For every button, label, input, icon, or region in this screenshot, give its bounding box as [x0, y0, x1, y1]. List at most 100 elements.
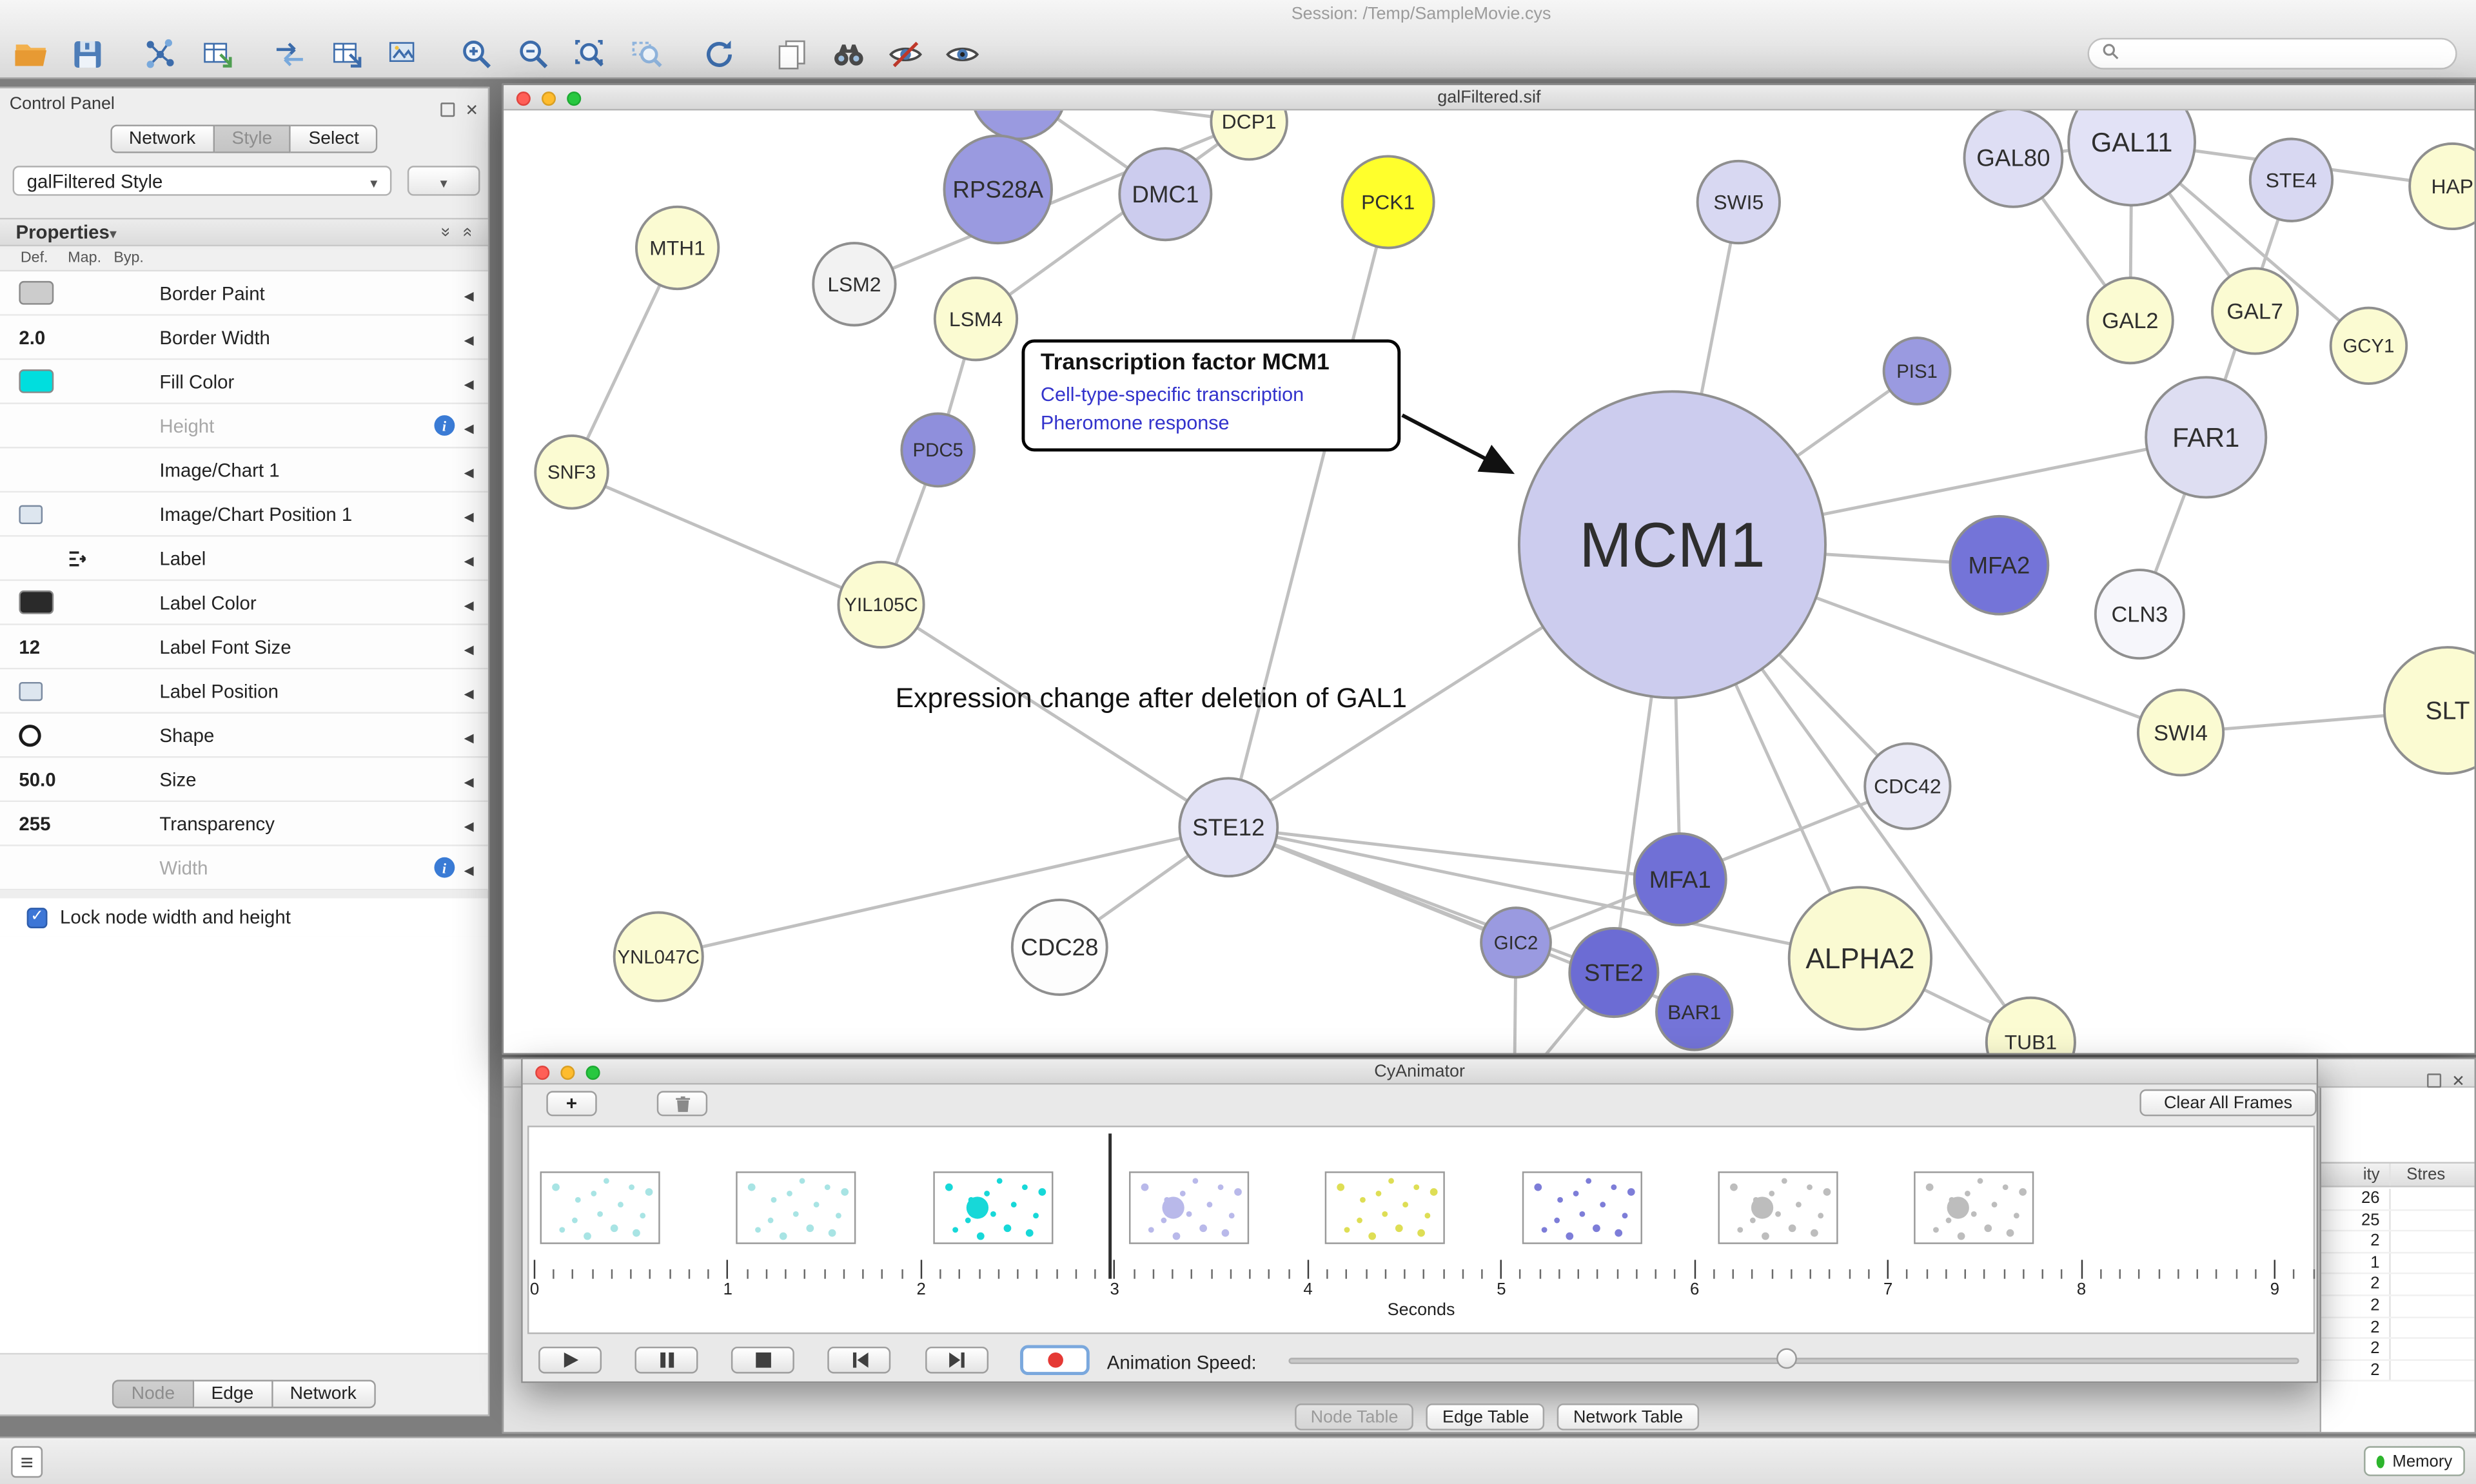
ellipse-shape-icon[interactable] — [19, 723, 41, 747]
record-button[interactable] — [1020, 1345, 1090, 1376]
clone-network-icon[interactable] — [764, 30, 818, 77]
network-node-rps28a[interactable] — [943, 134, 1053, 245]
network-node-lsm2[interactable] — [812, 242, 897, 327]
network-edge[interactable] — [1228, 825, 1861, 960]
network-node-gal11[interactable] — [2067, 110, 2197, 207]
frame-thumbnail-7[interactable] — [1717, 1171, 1838, 1244]
zoom-window-button[interactable] — [585, 1064, 600, 1079]
network-node-cdc28[interactable] — [1010, 898, 1108, 996]
network-edge[interactable] — [1228, 825, 1680, 881]
property-row-shape[interactable]: Shape — [0, 713, 488, 758]
close-window-button[interactable] — [516, 90, 531, 105]
cyanimator-titlebar[interactable]: CyAnimator — [522, 1059, 2317, 1085]
table-row[interactable]: 25 — [2321, 1210, 2475, 1232]
network-node-mth1[interactable] — [634, 205, 720, 291]
float-panel-icon[interactable] — [440, 101, 455, 117]
network-node-bar1[interactable] — [1655, 973, 1734, 1051]
stop-button[interactable] — [731, 1346, 794, 1374]
network-node-swi4[interactable] — [2136, 688, 2225, 777]
network-node-gic2[interactable] — [1480, 906, 1552, 979]
network-node-dcp1[interactable] — [1210, 110, 1288, 161]
color-swatch[interactable] — [19, 590, 54, 614]
canvas-caption[interactable]: Expression change after deletion of GAL1 — [895, 681, 1407, 714]
memory-button[interactable]: Memory — [2364, 1446, 2465, 1476]
network-node-ste12[interactable] — [1178, 777, 1279, 878]
network-node-cdc42[interactable] — [1863, 742, 1952, 830]
expand-row-icon[interactable] — [464, 632, 474, 661]
save-session-icon[interactable] — [60, 30, 113, 77]
refresh-view-icon[interactable] — [692, 30, 745, 77]
tab-network[interactable]: Network — [272, 1380, 376, 1409]
open-session-icon[interactable] — [3, 30, 57, 77]
frame-thumbnail-5[interactable] — [1325, 1171, 1446, 1244]
property-row-label-position[interactable]: Label Position — [0, 669, 488, 714]
zoom-out-icon[interactable] — [506, 30, 559, 77]
expand-row-icon[interactable] — [464, 411, 474, 440]
expand-row-icon[interactable] — [464, 854, 474, 882]
property-row-border-paint[interactable]: Border Paint — [0, 271, 488, 316]
table-column-header[interactable]: Stres — [2406, 1165, 2446, 1184]
annotation-link-2[interactable]: Pheromone response — [1040, 412, 1230, 434]
clear-all-frames-button[interactable]: Clear All Frames — [2139, 1089, 2317, 1117]
tab-style[interactable]: Style — [214, 124, 291, 153]
frame-thumbnail-8[interactable] — [1914, 1171, 2034, 1244]
tab-edge-table[interactable]: Edge Table — [1426, 1403, 1545, 1430]
network-node-pis1[interactable] — [1882, 337, 1952, 405]
network-edge[interactable] — [658, 825, 1229, 959]
color-swatch[interactable] — [19, 280, 54, 305]
network-node-yil105c[interactable] — [837, 560, 925, 649]
playhead[interactable] — [1108, 1133, 1111, 1279]
frame-thumbnail-4[interactable] — [1128, 1171, 1249, 1244]
network-node-far1[interactable] — [2145, 376, 2268, 499]
network-edge[interactable] — [571, 470, 882, 607]
expand-row-icon[interactable] — [464, 278, 474, 307]
network-node-ste4[interactable] — [2248, 137, 2334, 222]
search-input[interactable] — [2127, 44, 2443, 63]
property-row-image-chart-position-1[interactable]: Image/Chart Position 1 — [0, 493, 488, 537]
properties-header[interactable]: Properties » « — [0, 217, 488, 247]
network-node-snf3[interactable] — [534, 434, 609, 510]
network-node-cln3[interactable] — [2094, 569, 2185, 660]
play-button[interactable] — [538, 1346, 602, 1374]
network-edge[interactable] — [975, 120, 1250, 320]
close-panel-icon[interactable] — [465, 95, 478, 123]
network-node-dmc1[interactable] — [1118, 147, 1213, 242]
expand-row-icon[interactable] — [464, 456, 474, 484]
color-swatch[interactable] — [19, 369, 54, 393]
expand-all-icon[interactable]: » — [435, 227, 455, 237]
property-row-fill-color[interactable]: Fill Color — [0, 360, 488, 404]
style-dropdown[interactable]: galFiltered Style — [12, 166, 392, 196]
network-node-gal2[interactable] — [2086, 277, 2174, 365]
pause-button[interactable] — [634, 1346, 698, 1374]
export-network-icon[interactable] — [262, 30, 316, 77]
network-node-pdc5[interactable] — [900, 412, 976, 488]
network-node-mfa2[interactable] — [1949, 514, 2050, 616]
table-row[interactable]: 2 — [2321, 1231, 2475, 1253]
network-node-slt[interactable] — [2383, 646, 2475, 775]
network-node-tub1[interactable] — [1985, 996, 2076, 1053]
expand-row-icon[interactable] — [464, 544, 474, 572]
skip-back-button[interactable] — [827, 1346, 891, 1374]
import-table-icon[interactable] — [190, 30, 243, 77]
export-image-icon[interactable] — [376, 30, 429, 77]
zoom-fit-icon[interactable] — [562, 30, 616, 77]
network-node-gal7[interactable] — [2211, 267, 2299, 355]
tab-network-table[interactable]: Network Table — [1557, 1403, 1699, 1430]
search-box[interactable] — [2087, 37, 2457, 70]
network-node-hap[interactable] — [2408, 142, 2475, 231]
network-node-mfa1[interactable] — [1633, 832, 1727, 927]
frame-thumbnail-1[interactable] — [540, 1171, 660, 1244]
tab-edge[interactable]: Edge — [193, 1380, 273, 1409]
expand-row-icon[interactable] — [464, 676, 474, 705]
network-node-gal80[interactable] — [1963, 110, 2064, 208]
expand-row-icon[interactable] — [464, 721, 474, 749]
annotation-box[interactable]: Transcription factor MCM1 Cell-type-spec… — [1021, 339, 1401, 453]
expand-row-icon[interactable] — [464, 500, 474, 528]
network-node-mcm1[interactable] — [1517, 390, 1827, 699]
collapse-all-icon[interactable]: « — [458, 227, 477, 237]
minimize-window-button[interactable] — [542, 90, 556, 105]
